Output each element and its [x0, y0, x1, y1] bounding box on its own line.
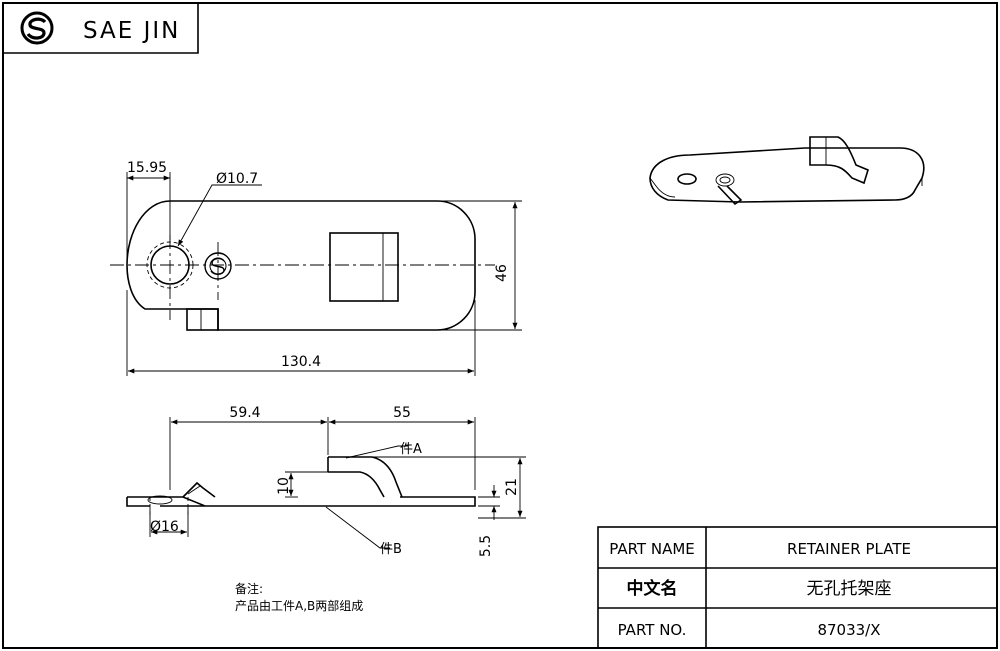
dim-thickness: 5.5: [478, 535, 494, 557]
title-block: PART NAME RETAINER PLATE 中文名 无孔托架座 PART …: [597, 526, 998, 649]
company-name: SAE JIN: [83, 18, 180, 44]
dim-hole-dia-top: Ø10.7: [216, 171, 258, 187]
notes: 备注: 产品由工件A,B两部组成: [235, 581, 363, 613]
isometric-view: [649, 136, 925, 206]
side-view: 59.4 55 10 21 5.5 Ø16 件A 件B: [126, 405, 526, 557]
title-row-value-part-name: RETAINER PLATE: [787, 540, 911, 558]
dim-total-height: 21: [504, 478, 520, 496]
dim-hole-dia-side: Ø16: [150, 519, 179, 535]
dim-height: 46: [494, 264, 510, 282]
notes-title: 备注:: [235, 581, 263, 596]
dim-span-b: 55: [393, 405, 411, 421]
dim-span-a: 59.4: [229, 405, 260, 421]
notes-text: 产品由工件A,B两部组成: [235, 598, 363, 613]
dim-rise: 10: [276, 477, 292, 495]
company-header: SAE JIN: [3, 3, 199, 54]
title-row-label-part-name: PART NAME: [609, 540, 695, 558]
dim-left-offset: 15.95: [127, 160, 167, 176]
sae-jin-logo-icon: [20, 11, 54, 45]
title-row-value-part-no: 87033/X: [817, 621, 880, 639]
dim-length: 130.4: [281, 354, 321, 370]
title-row-label-part-no: PART NO.: [618, 621, 687, 639]
top-view: 15.95 Ø10.7 46 130.4: [110, 160, 522, 376]
title-row-value-chinese-name: 无孔托架座: [807, 579, 892, 599]
label-part-b: 件B: [380, 542, 402, 557]
label-part-a: 件A: [400, 442, 422, 457]
title-row-label-chinese-name: 中文名: [627, 578, 678, 599]
